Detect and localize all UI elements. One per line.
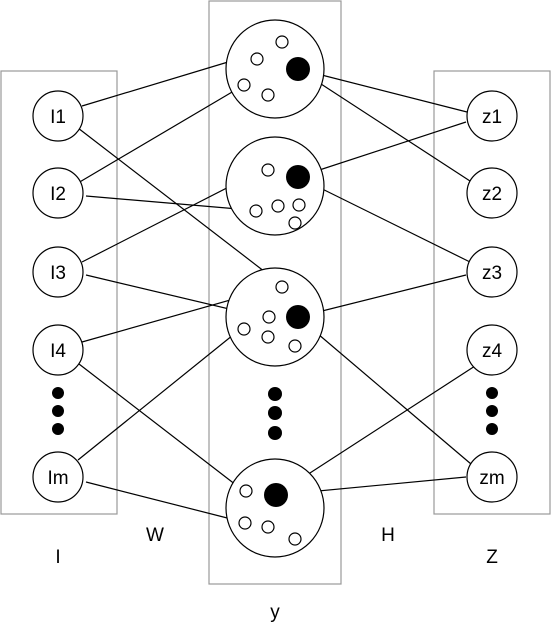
right-nodes: z1 z2 z3 z4 zm xyxy=(467,91,517,502)
cluster-1 xyxy=(226,20,324,118)
w-label: W xyxy=(146,525,164,546)
node-i4: I4 xyxy=(33,325,83,375)
node-zm: zm xyxy=(467,452,517,502)
ellipsis-left xyxy=(52,387,64,435)
cluster-3 xyxy=(226,268,324,366)
cluster-4 xyxy=(226,459,324,557)
edge-i4-c4 xyxy=(79,364,236,485)
node-im-label: Im xyxy=(47,468,68,489)
node-i3: I3 xyxy=(33,247,83,297)
node-z3: z3 xyxy=(467,247,517,297)
node-i2-label: I2 xyxy=(50,184,66,205)
node-i1: I1 xyxy=(33,91,83,141)
node-zm-label: zm xyxy=(479,468,504,489)
edge-c1-z2 xyxy=(298,69,470,181)
node-z4-label: z4 xyxy=(482,341,503,362)
edge-im-c4 xyxy=(86,482,239,521)
edge-i1-c1 xyxy=(82,59,238,106)
edge-c3-zm xyxy=(298,317,471,464)
edge-c2-z1 xyxy=(298,122,466,177)
h-label: H xyxy=(381,525,395,546)
edge-i2-c2 xyxy=(86,196,250,210)
node-i2: I2 xyxy=(33,168,83,218)
node-z3-label: z3 xyxy=(482,263,502,284)
node-z4: z4 xyxy=(467,325,517,375)
node-i3-label: I3 xyxy=(50,263,66,284)
node-z1: z1 xyxy=(467,91,517,141)
left-column-label: I xyxy=(55,547,60,568)
edge-im-c3 xyxy=(78,331,238,460)
cluster-2 xyxy=(226,137,324,235)
node-im: Im xyxy=(33,452,83,502)
ellipsis-right xyxy=(486,387,498,435)
node-z1-label: z1 xyxy=(482,107,502,128)
ellipsis-middle xyxy=(268,387,282,440)
node-i4-label: I4 xyxy=(50,341,66,362)
right-column-label: Z xyxy=(486,547,498,568)
middle-clusters xyxy=(226,20,324,557)
middle-column-label: y xyxy=(270,602,280,623)
left-nodes: I1 I2 I3 I4 Im xyxy=(33,91,83,502)
node-i1-label: I1 xyxy=(50,107,66,128)
node-z2-label: z2 xyxy=(482,184,502,205)
node-z2: z2 xyxy=(467,168,517,218)
